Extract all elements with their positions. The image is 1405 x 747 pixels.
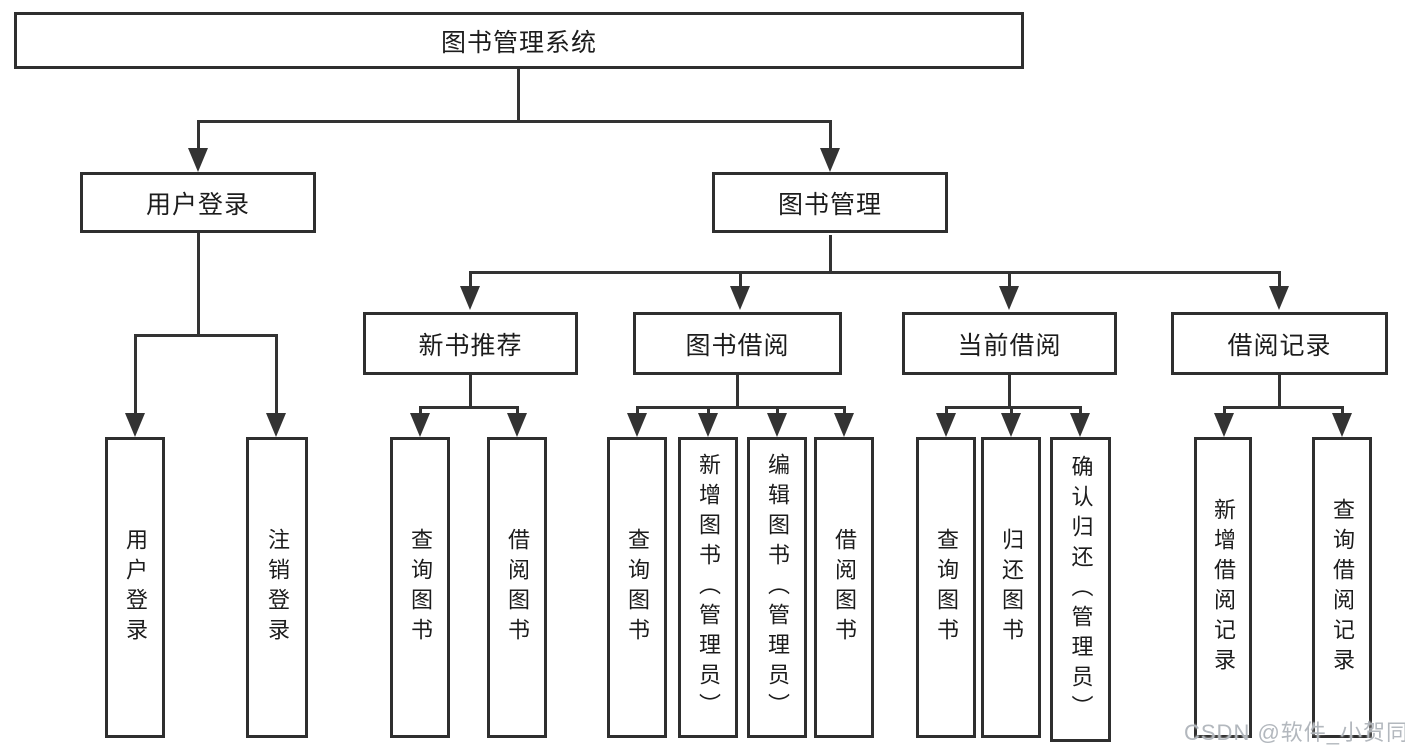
arrow-shaft	[775, 407, 779, 417]
arrow-down-icon	[999, 286, 1019, 310]
arrow-shaft	[133, 335, 137, 417]
connector-line	[1222, 405, 1344, 409]
node-new-book-recommendation: 新书推荐	[363, 312, 578, 375]
connector-line	[735, 375, 739, 409]
connector-line	[828, 235, 832, 274]
connector-line	[516, 69, 520, 123]
arrow-shaft	[635, 407, 639, 417]
arrow-shaft	[706, 407, 710, 417]
leaf-query-books-recommend: 查询图书	[390, 437, 450, 738]
arrow-shaft	[1007, 272, 1011, 290]
connector-line	[418, 405, 519, 409]
leaf-user-login: 用户登录	[105, 437, 165, 738]
leaf-return-books: 归还图书	[981, 437, 1041, 738]
node-book-management: 图书管理	[712, 172, 948, 233]
arrow-down-icon	[730, 286, 750, 310]
arrow-shaft	[1078, 407, 1082, 417]
arrow-shaft	[418, 407, 422, 417]
connector-line	[1277, 375, 1281, 409]
arrow-shaft	[1222, 407, 1226, 417]
arrow-shaft	[196, 121, 200, 152]
connector-line	[944, 405, 1082, 409]
arrow-down-icon	[188, 148, 208, 172]
arrow-down-icon	[698, 413, 718, 437]
connector-line	[1007, 375, 1011, 409]
leaf-query-borrowing-record: 查询借阅记录	[1312, 437, 1372, 738]
arrow-down-icon	[767, 413, 787, 437]
arrow-shaft	[842, 407, 846, 417]
arrow-shaft	[274, 335, 278, 417]
arrow-shaft	[1277, 272, 1281, 290]
arrow-down-icon	[460, 286, 480, 310]
connector-line	[133, 333, 278, 337]
leaf-add-book-admin: 新增图书（管理员）	[678, 437, 738, 738]
arrow-down-icon	[1332, 413, 1352, 437]
arrow-down-icon	[410, 413, 430, 437]
arrow-shaft	[468, 272, 472, 290]
connector-line	[468, 270, 1281, 274]
leaf-borrow-books-recommend: 借阅图书	[487, 437, 547, 738]
leaf-query-books-current: 查询图书	[916, 437, 976, 738]
leaf-confirm-return-admin: 确认归还（管理员）	[1050, 437, 1111, 742]
connector-line	[196, 233, 200, 337]
arrow-shaft	[944, 407, 948, 417]
node-library-management-system: 图书管理系统	[14, 12, 1024, 69]
arrow-down-icon	[1214, 413, 1234, 437]
arrow-down-icon	[1269, 286, 1289, 310]
connector-line	[468, 375, 472, 409]
arrow-down-icon	[1001, 413, 1021, 437]
leaf-logout: 注销登录	[246, 437, 308, 738]
connector-line	[635, 405, 846, 409]
node-book-borrowing: 图书借阅	[633, 312, 842, 375]
leaf-borrow-books-borrowing: 借阅图书	[814, 437, 874, 738]
connector-line	[196, 119, 832, 123]
node-borrowing-records: 借阅记录	[1171, 312, 1388, 375]
arrow-shaft	[1340, 407, 1344, 417]
arrow-down-icon	[936, 413, 956, 437]
arrow-down-icon	[834, 413, 854, 437]
arrow-shaft	[515, 407, 519, 417]
arrow-down-icon	[627, 413, 647, 437]
node-current-borrowing: 当前借阅	[902, 312, 1117, 375]
leaf-add-borrowing-record: 新增借阅记录	[1194, 437, 1252, 738]
arrow-down-icon	[820, 148, 840, 172]
csdn-watermark: CSDN @软件_小贺同学	[1184, 720, 1405, 745]
arrow-shaft	[738, 272, 742, 290]
leaf-query-books-borrowing: 查询图书	[607, 437, 667, 738]
arrow-down-icon	[1070, 413, 1090, 437]
arrow-down-icon	[507, 413, 527, 437]
arrow-down-icon	[266, 413, 286, 437]
arrow-down-icon	[125, 413, 145, 437]
leaf-edit-book-admin: 编辑图书（管理员）	[747, 437, 807, 738]
arrow-shaft	[1009, 407, 1013, 417]
arrow-shaft	[828, 121, 832, 152]
node-user-login: 用户登录	[80, 172, 316, 233]
